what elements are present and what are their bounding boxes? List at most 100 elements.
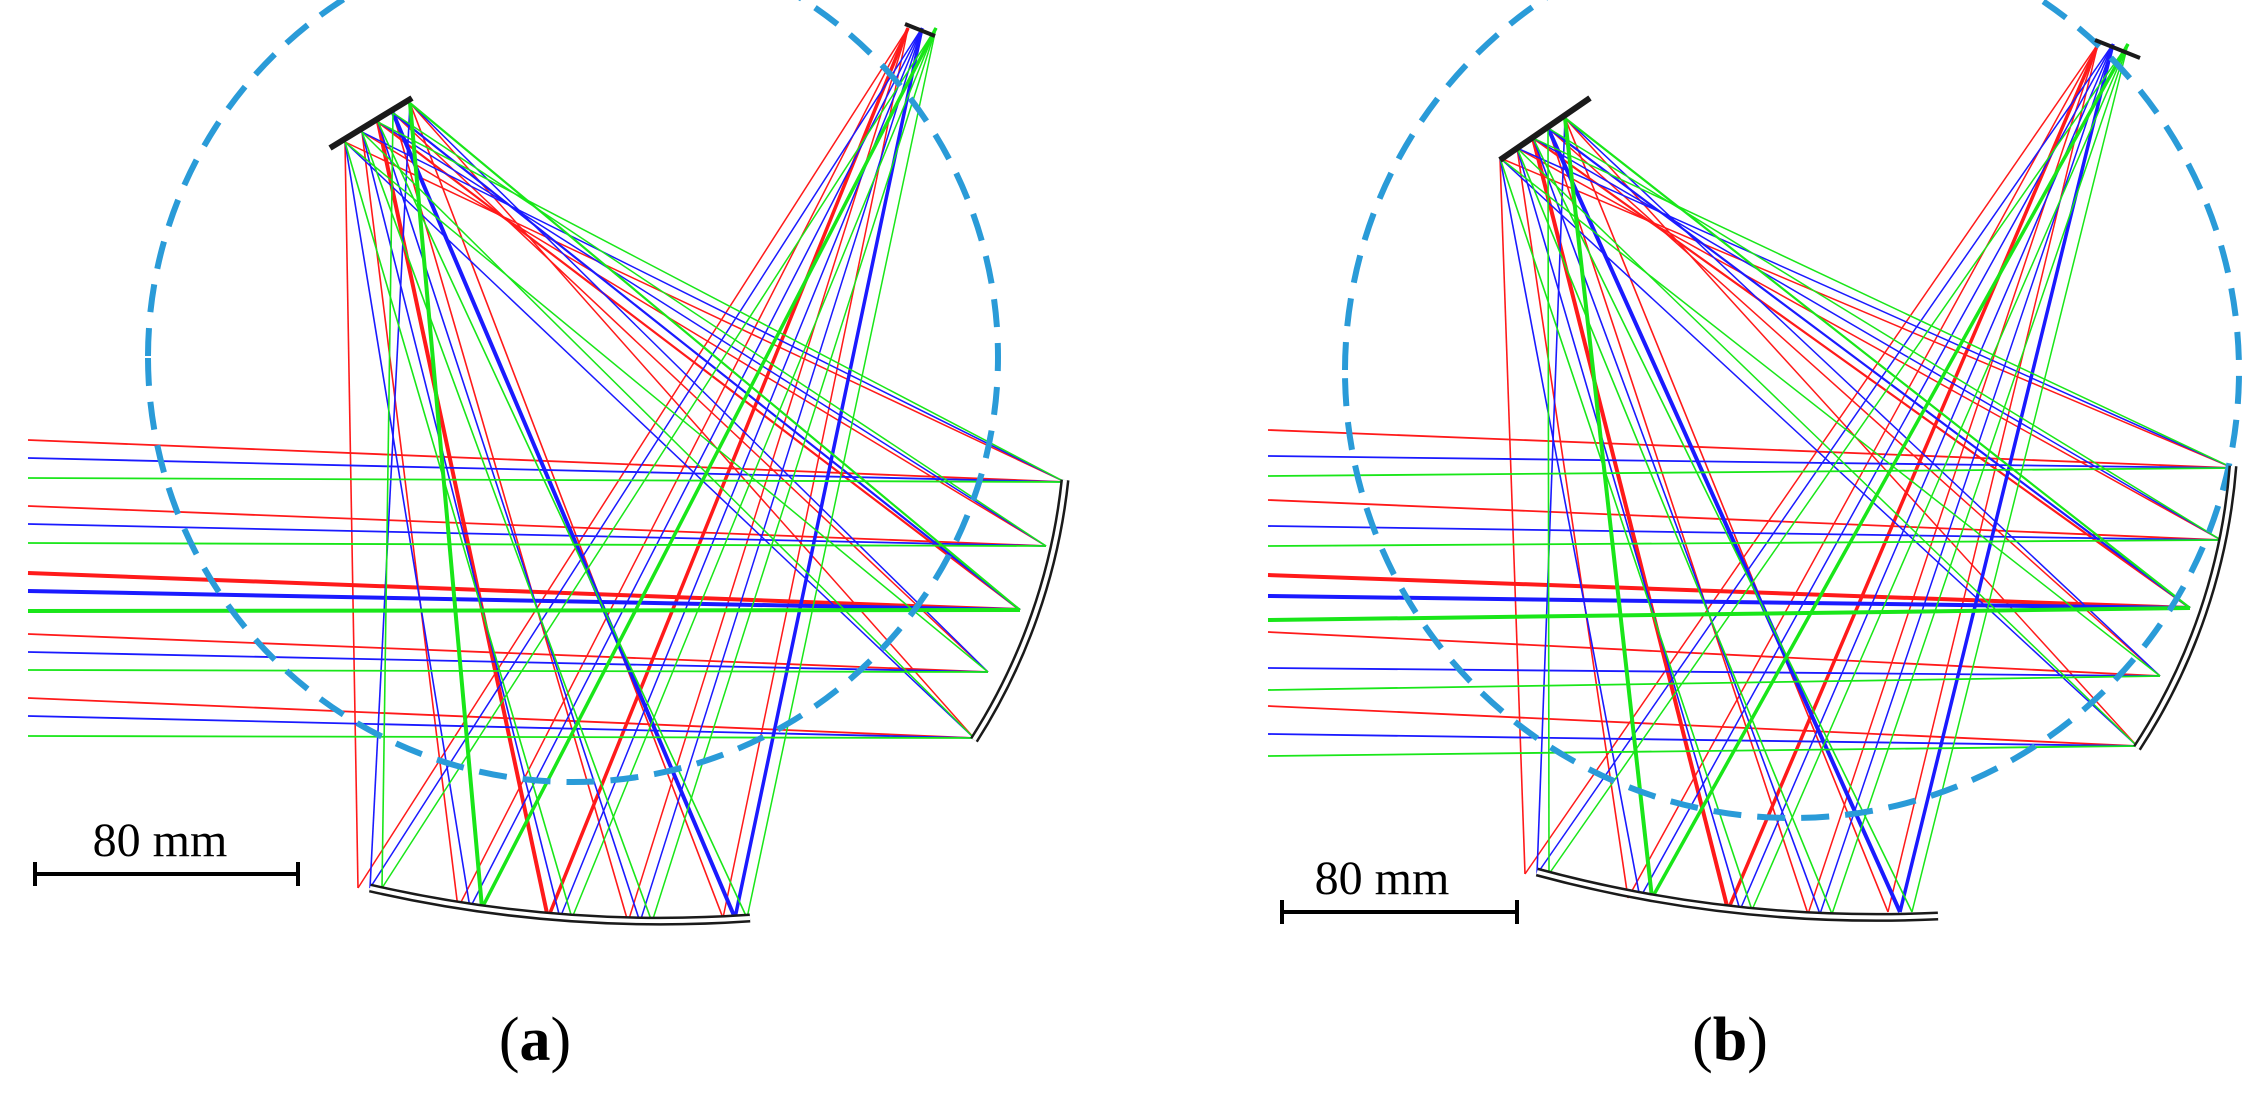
ray-segment <box>392 112 1021 611</box>
ray-segment <box>1267 429 2234 469</box>
ray-segment <box>408 102 484 909</box>
ray-segment <box>1898 43 2115 913</box>
ray-segment <box>733 27 924 919</box>
detector <box>904 22 936 38</box>
ray-segment <box>27 697 975 739</box>
ray-segment <box>1751 43 2129 911</box>
ray-segment <box>1516 147 1629 899</box>
ray-segment <box>27 523 1047 547</box>
ray-segment <box>344 141 975 739</box>
ray-segment <box>1267 573 2191 610</box>
ray-segment <box>27 477 1066 483</box>
ray-segment <box>1267 594 2191 610</box>
ray-segment <box>344 141 989 673</box>
ray-segment <box>377 121 748 919</box>
ray-segment <box>344 141 359 889</box>
ray-segment <box>27 505 1047 547</box>
ray-segment <box>391 112 737 919</box>
ray-segment <box>1499 157 1753 911</box>
ray-segment <box>1831 43 2129 915</box>
grating <box>1498 95 1592 163</box>
ray-segment <box>27 633 989 673</box>
mirrors-a <box>328 22 1070 926</box>
ray-segment <box>1267 745 2138 757</box>
panel-caption-b: (b) <box>1692 1006 1768 1074</box>
boundary-circle-a <box>145 0 1001 785</box>
ray-segment <box>1267 525 2222 541</box>
ray-segment <box>1739 43 2114 911</box>
ray-segment <box>1807 43 2099 915</box>
ray-segment <box>1532 137 2191 609</box>
ray-segment <box>27 715 975 739</box>
ray-segment <box>1532 137 2222 541</box>
scale-bar-label: 80 mm <box>1315 852 1450 905</box>
ray-segment <box>1726 43 2100 911</box>
ray-segment <box>344 141 573 919</box>
scale-bar-a: 80 mm <box>33 814 300 886</box>
ray-segment <box>1499 157 1641 899</box>
ray-segment <box>27 542 1047 547</box>
ray-segment <box>1499 157 1526 875</box>
ray-segment <box>357 27 909 889</box>
ray-segment <box>409 102 1021 611</box>
ray-segment <box>1516 147 1833 915</box>
ray-trace-b <box>1267 43 2234 915</box>
collimator-mirror-inner <box>972 479 1067 742</box>
ray-segment <box>1267 705 2138 747</box>
ray-segment <box>1267 733 2138 747</box>
ray-segment <box>361 131 653 923</box>
ray-segment <box>369 27 923 889</box>
ray-segment <box>1267 539 2222 547</box>
ray-segment <box>1499 157 2161 677</box>
ray-segment <box>27 589 1021 612</box>
ray-segment <box>361 131 1066 483</box>
ray-segment <box>1532 137 1821 915</box>
ray-segment <box>361 131 1047 547</box>
ray-segment <box>1267 467 2234 477</box>
ray-segment <box>1547 127 2191 609</box>
ray-segment <box>1564 117 2138 747</box>
ray-segment <box>392 112 1047 547</box>
grating <box>328 95 414 151</box>
ray-segment <box>746 27 937 919</box>
ray-segment <box>1563 117 1654 899</box>
ray-segment <box>369 102 411 889</box>
ray-segment <box>361 131 561 919</box>
caption-open-paren: ( <box>499 1006 520 1074</box>
caption-open-paren: ( <box>1692 1006 1713 1074</box>
ray-segment <box>377 121 1021 611</box>
focusing-mirror-inner <box>1536 870 1939 920</box>
ray-segment <box>1524 43 2099 875</box>
ray-segment <box>377 121 1066 483</box>
ray-segment <box>480 27 938 909</box>
ray-segment <box>381 112 394 889</box>
ray-segment <box>409 102 975 739</box>
ray-segment <box>651 27 937 923</box>
ray-segment <box>1267 606 2191 622</box>
ray-segment <box>457 27 909 909</box>
panel-a: 80 mm (a) <box>27 0 1070 1074</box>
ray-segment <box>1499 157 2138 747</box>
ray-segment <box>392 112 989 673</box>
ray-segment <box>392 112 629 923</box>
ray-segment <box>1267 675 2161 691</box>
ray-segment <box>377 121 1047 547</box>
ray-segment <box>344 141 1066 483</box>
ray-segment <box>1819 43 2114 915</box>
panel-caption-a: (a) <box>499 1006 571 1074</box>
collimator-mirror-inner <box>2135 465 2235 750</box>
ray-segment <box>1267 455 2234 469</box>
ray-segment <box>469 27 923 909</box>
ray-segment <box>1532 137 2234 469</box>
ray-segment <box>361 131 975 739</box>
ray-segment <box>1650 43 2130 899</box>
ray-segment <box>1536 117 1566 875</box>
ray-segment <box>1547 127 1550 875</box>
ray-segment <box>1267 631 2161 677</box>
ray-segment <box>1516 147 1741 911</box>
ray-segment <box>1547 127 2222 541</box>
focusing-mirror-inner <box>369 886 751 924</box>
scale-bar-b: 80 mm <box>1280 852 1519 924</box>
ray-segment <box>1564 117 2191 609</box>
